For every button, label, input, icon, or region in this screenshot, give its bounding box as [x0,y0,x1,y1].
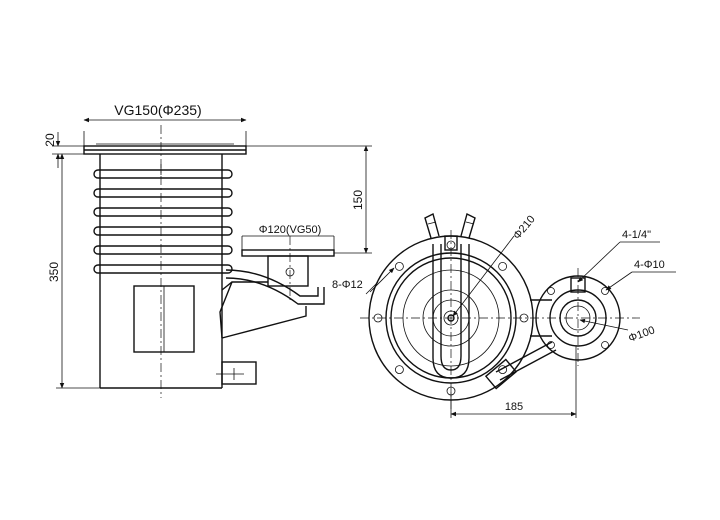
dim-side-port-offset: 150 [246,145,372,254]
dim-foreline-bolts: 4-Φ10 [605,259,676,291]
foreline-port: 4-1/4" 4-Φ10 Φ100 [535,229,676,366]
dim-total-height: 350 [47,153,100,389]
cooling-coil [93,164,325,305]
side-port [219,236,335,339]
heater-plate [133,285,195,353]
flange-thickness-label: 20 [43,133,57,147]
inlet-flange-label: VG150(Φ235) [114,102,201,118]
inlet-flange [83,131,247,155]
bolt-holes-label: 8-Φ12 [332,279,363,291]
top-coil-loop [424,212,476,379]
dim-center-distance: 185 [450,346,577,418]
terminal-box [216,361,257,385]
dim-foreline-diameter: Φ100 [579,318,657,345]
total-height-label: 350 [47,262,61,282]
foreline-pipe [495,299,557,381]
dim-flange-thickness: 20 [43,132,92,168]
top-terminal-box [484,358,518,390]
thread-label: 4-1/4" [622,229,651,241]
body-diameter-label: Φ210 [511,213,538,242]
dim-inlet-width: VG150(Φ235) [83,102,247,123]
foreline-bolt-holes [547,287,609,349]
top-view: Φ210 8-Φ12 185 [332,212,640,418]
side-port-label: Φ120(VG50) [259,224,322,236]
dim-thread: 4-1/4" [577,229,660,283]
dim-bolt-holes: 8-Φ12 [332,267,395,295]
center-distance-label: 185 [505,401,523,413]
dim-side-port: Φ120(VG50) [241,224,335,250]
foreline-bolts-label: 4-Φ10 [634,259,665,271]
side-view: VG150(Φ235) 20 350 150 Φ120(VG50 [43,102,372,398]
foreline-diameter-label: Φ100 [627,324,657,345]
side-port-offset-label: 150 [351,190,365,210]
